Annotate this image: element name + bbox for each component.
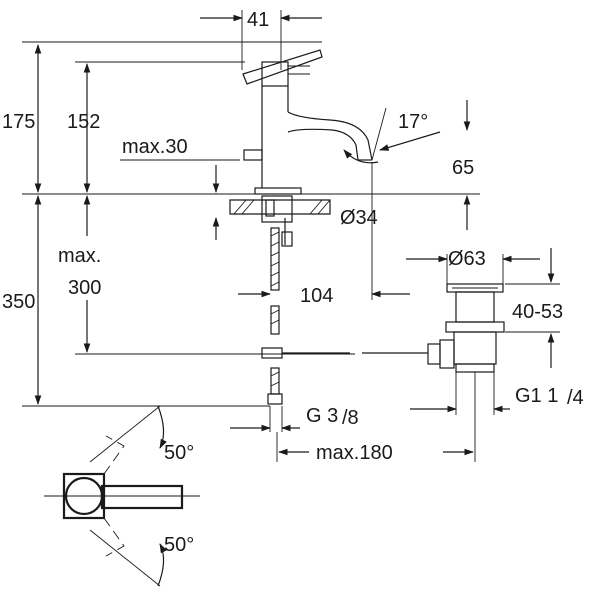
dimension-diameter-63-label: Ø63 (448, 248, 486, 270)
plan-spout (100, 484, 184, 510)
dimension-17-label: 17° (398, 111, 428, 133)
dimension-g38-label: G 3 (306, 405, 338, 427)
dimension-152-label: 152 (67, 111, 100, 133)
plan-rotated-handle-top (103, 435, 125, 475)
dimension-300-label: 300 (68, 277, 101, 299)
rotation-angle-bottom-label: 50° (164, 534, 194, 556)
dimension-41-label: 41 (247, 9, 269, 31)
dimension-g1-1-4: G1 1 /4 (410, 372, 584, 415)
dimension-max-30: max.30 (120, 136, 240, 240)
dimension-40-53-label: 40-53 (512, 301, 563, 323)
flex-hose (267, 227, 283, 405)
deck-mounting-section: Ø34 (229, 195, 378, 247)
plan-rotated-handle-bottom (103, 517, 125, 557)
dimension-17-deg: 17° (343, 107, 441, 164)
plan-view: 50° 50° (44, 405, 200, 587)
dimension-max-30-label: max.30 (122, 136, 188, 158)
dimension-63: Ø63 (406, 248, 540, 284)
dimension-g38-fraction: /8 (342, 407, 359, 429)
side-valve (243, 149, 263, 161)
rotation-angle-top-label: 50° (164, 442, 194, 464)
lever-handle (242, 49, 323, 85)
dimension-152: 152 (67, 63, 100, 193)
waste-assembly (427, 283, 505, 410)
dimension-diameter-34-label: Ø34 (340, 207, 378, 229)
dimension-350-label: 350 (2, 291, 35, 313)
dimension-41: 41 (200, 9, 322, 70)
dimension-175-label: 175 (2, 111, 35, 133)
dimension-max-180-label: max.180 (316, 442, 393, 464)
dimension-g1-fraction: /4 (567, 387, 584, 409)
dimension-max-180: max.180 (276, 410, 476, 464)
spout-upper (287, 111, 373, 161)
dimension-g-3-8: G 3 /8 (230, 405, 359, 432)
spout-lower (287, 128, 359, 161)
dimension-65: 65 (371, 100, 474, 300)
dimension-350: 350 (2, 195, 42, 405)
dimension-max-label: max. (58, 245, 101, 267)
dimension-175: 175 (2, 44, 42, 193)
faucet-elevation (242, 49, 373, 195)
dimension-104: 104 (238, 285, 410, 307)
dimension-65-label: 65 (452, 157, 474, 179)
pop-up-rod (261, 347, 428, 359)
faucet-base (254, 187, 302, 195)
dimension-max-300: max. 300 (58, 195, 101, 353)
faucet-body (261, 86, 289, 188)
dimension-g1-label: G1 1 (515, 385, 558, 407)
dimension-40-53: 40-53 (505, 248, 563, 368)
dimension-104-label: 104 (300, 285, 333, 307)
